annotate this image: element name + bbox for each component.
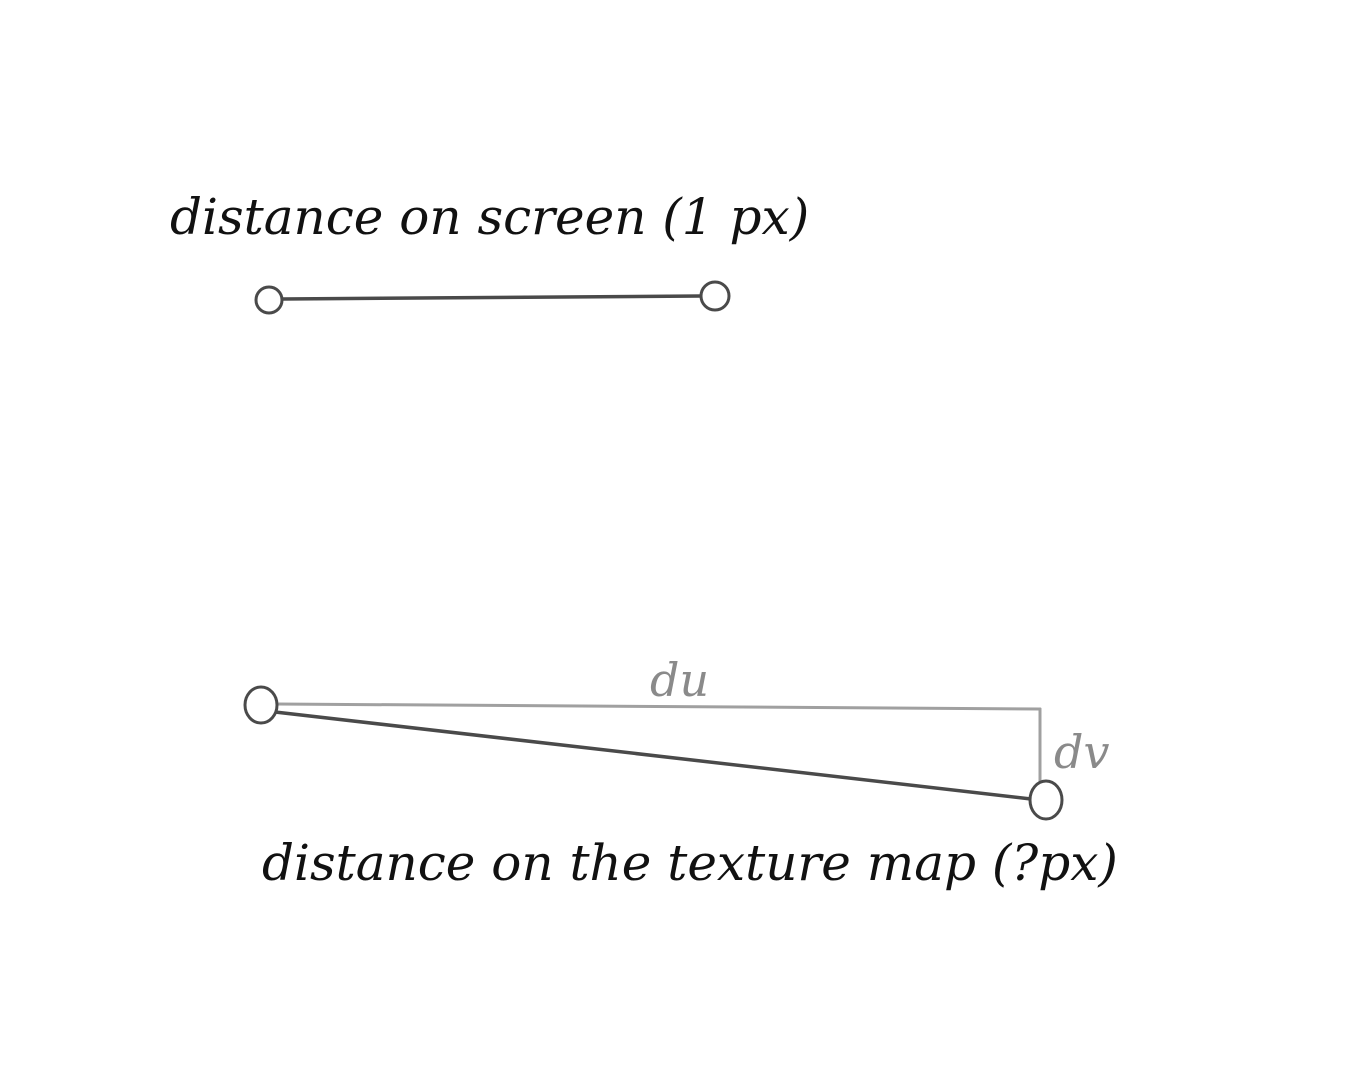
dv-label: dv [1054, 725, 1109, 779]
screen-distance-line [280, 294, 703, 301]
texture-distance-line [273, 710, 1033, 801]
texture-end-point [1028, 779, 1064, 821]
screen-start-point [254, 285, 284, 315]
texture-distance-label: distance on the texture map (?px) [262, 834, 1118, 892]
du-label: du [650, 653, 709, 707]
screen-distance-label: distance on screen (1 px) [170, 188, 809, 246]
screen-end-point [699, 280, 731, 312]
texture-start-point [243, 685, 279, 725]
du-guide-line [274, 702, 1042, 711]
